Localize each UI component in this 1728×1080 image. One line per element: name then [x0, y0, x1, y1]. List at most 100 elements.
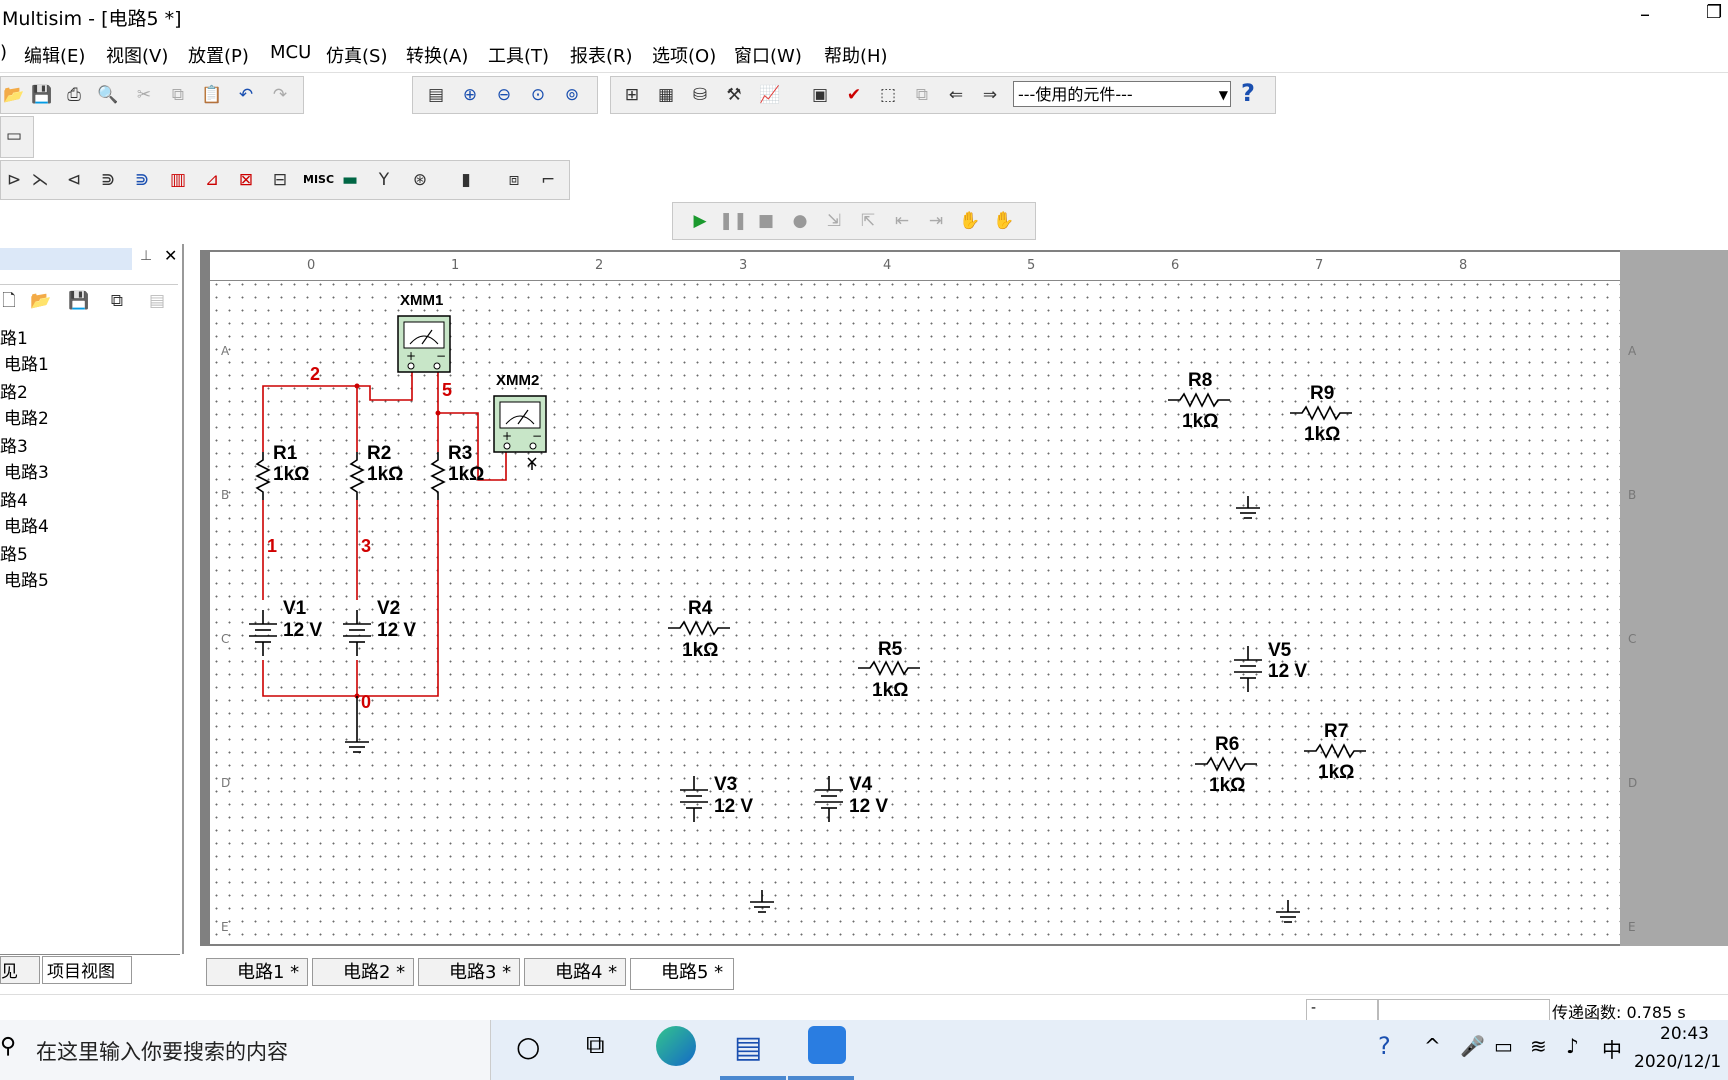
panel-tab-project-view[interactable]: 项目视图: [42, 956, 132, 984]
zoom-fit-icon[interactable]: ⊚: [564, 85, 580, 105]
transfer-icon[interactable]: ⧉: [915, 85, 929, 105]
help-icon[interactable]: ?: [1241, 79, 1255, 107]
pin-icon[interactable]: ⊥: [140, 248, 153, 264]
tree-item[interactable]: 电路3: [4, 463, 49, 483]
r1-label[interactable]: R1: [273, 443, 298, 464]
redo-icon[interactable]: ↷: [272, 85, 288, 105]
r9-label[interactable]: R9: [1310, 383, 1335, 404]
tree-item[interactable]: 路3: [0, 437, 28, 457]
hierarchical-block-icon[interactable]: ▮: [461, 170, 471, 190]
postprocessor-icon[interactable]: ▣: [811, 85, 829, 105]
menu-simulate[interactable]: 仿真(S): [326, 46, 388, 67]
menu-place[interactable]: 放置(P): [188, 46, 249, 67]
minimize-button[interactable]: –: [1640, 2, 1650, 26]
mcu-icon[interactable]: ▥: [169, 170, 187, 190]
v5-label[interactable]: V5: [1268, 640, 1292, 661]
microphone-icon[interactable]: 🎤: [1460, 1034, 1485, 1058]
r8-label[interactable]: R8: [1188, 370, 1213, 391]
tree-item[interactable]: 路4: [0, 491, 28, 511]
menu-help[interactable]: 帮助(H): [824, 46, 888, 67]
photos-icon[interactable]: [808, 1026, 846, 1064]
r2-label[interactable]: R2: [367, 443, 392, 464]
tree-item[interactable]: 电路2: [4, 409, 49, 429]
step-out-icon[interactable]: ⇤: [894, 211, 910, 231]
xmm2-label[interactable]: XMM2: [496, 372, 540, 389]
pause-icon[interactable]: ❚❚: [719, 211, 748, 231]
task-view-icon[interactable]: ⧉: [586, 1030, 605, 1060]
bus-icon[interactable]: ⧈: [508, 170, 520, 190]
step-over-icon[interactable]: ⇱: [860, 211, 876, 231]
tree-item[interactable]: 路5: [0, 545, 28, 565]
tree-item[interactable]: 电路4: [4, 517, 49, 537]
new-window-icon[interactable]: ⧉: [110, 291, 124, 311]
stop-icon[interactable]: ■: [757, 211, 775, 231]
step-into-icon[interactable]: ⇲: [826, 211, 842, 231]
tab-circuit5[interactable]: 电路5 *: [630, 958, 734, 990]
advanced-peripherals-icon[interactable]: ▬: [341, 170, 359, 190]
r6-label[interactable]: R6: [1215, 734, 1240, 755]
volume-icon[interactable]: ♪: [1566, 1034, 1579, 1058]
restore-button[interactable]: ❐: [1706, 2, 1723, 23]
delete-file-icon[interactable]: ▤: [148, 291, 166, 311]
taskbar-search-box[interactable]: ⚲ 在这里输入你要搜索的内容: [0, 1020, 491, 1080]
save-icon[interactable]: 💾: [31, 85, 53, 105]
menu-transfer[interactable]: 转换(A): [406, 46, 469, 67]
new-file-icon[interactable]: 🗋: [2, 291, 16, 311]
region-icon[interactable]: ⬚: [879, 85, 897, 105]
design-toolbox-icon[interactable]: ⊞: [624, 85, 640, 105]
tree-item[interactable]: 电路5: [4, 571, 49, 591]
indicator-icon[interactable]: ⊠: [238, 170, 254, 190]
menu-edit[interactable]: 编辑(E): [24, 46, 86, 67]
copy-icon[interactable]: ⧉: [171, 85, 185, 105]
open-icon[interactable]: 📂: [3, 85, 25, 105]
forward-annotate-icon[interactable]: ⇒: [982, 85, 998, 105]
diode-icon[interactable]: ⊳: [6, 170, 22, 190]
misc-icon[interactable]: MISC: [303, 173, 335, 186]
menu-view[interactable]: 视图(V): [106, 46, 169, 67]
v3-label[interactable]: V3: [714, 774, 738, 795]
v2-label[interactable]: V2: [377, 598, 401, 619]
probe-icon[interactable]: ✋: [959, 211, 981, 231]
xmm1-label[interactable]: XMM1: [400, 292, 444, 309]
zoom-area-icon[interactable]: ⊙: [530, 85, 546, 105]
cut-icon[interactable]: ✂: [136, 85, 152, 105]
back-annotate-icon[interactable]: ⇐: [948, 85, 964, 105]
paste-icon[interactable]: 📋: [201, 85, 223, 105]
undo-icon[interactable]: ↶: [238, 85, 254, 105]
analog-icon[interactable]: ⊲: [66, 170, 82, 190]
connector-icon[interactable]: ⌐: [540, 170, 556, 190]
full-screen-icon[interactable]: ▤: [427, 85, 445, 105]
tab-circuit4[interactable]: 电路4 *: [524, 958, 626, 986]
chevron-up-icon[interactable]: ^: [1424, 1034, 1441, 1058]
tree-item[interactable]: 路2: [0, 383, 28, 403]
app-icon[interactable]: ▤: [734, 1030, 763, 1065]
breakpoint-icon[interactable]: ●: [792, 211, 808, 231]
menu-tools[interactable]: 工具(T): [488, 46, 550, 67]
menu-window[interactable]: 窗口(W): [734, 46, 802, 67]
v4-label[interactable]: V4: [849, 774, 873, 795]
cmos-icon[interactable]: ⋑: [134, 170, 150, 190]
electromechanical-icon[interactable]: ⊛: [412, 170, 428, 190]
r7-label[interactable]: R7: [1324, 721, 1349, 742]
v1-label[interactable]: V1: [283, 598, 307, 619]
menu-mcu[interactable]: MCU: [270, 42, 312, 63]
tab-circuit3[interactable]: 电路3 *: [418, 958, 520, 986]
print-preview-icon[interactable]: 🔍: [97, 85, 119, 105]
help-tray-icon[interactable]: ?: [1378, 1032, 1391, 1060]
power-component-icon[interactable]: ⊟: [272, 170, 288, 190]
window-icon[interactable]: ▭: [5, 126, 23, 146]
in-use-list-combo[interactable]: ---使用的元件--- ▼: [1013, 81, 1231, 107]
menu-reports[interactable]: 报表(R): [570, 46, 633, 67]
mixed-icon[interactable]: ⊿: [204, 170, 220, 190]
r4-label[interactable]: R4: [688, 598, 713, 619]
ime-indicator[interactable]: 中: [1602, 1038, 1622, 1062]
tree-item[interactable]: 路1: [0, 329, 28, 349]
remove-probe-icon[interactable]: ✋: [993, 211, 1015, 231]
component-wizard-icon[interactable]: ⚒: [726, 85, 742, 105]
run-icon[interactable]: ▶: [693, 211, 707, 231]
edge-icon[interactable]: [656, 1026, 696, 1066]
erc-icon[interactable]: ✔: [846, 85, 862, 105]
tree-item[interactable]: 电路1: [4, 355, 49, 375]
save-file-icon[interactable]: 💾: [68, 291, 90, 311]
cortana-icon[interactable]: ○: [516, 1030, 541, 1063]
